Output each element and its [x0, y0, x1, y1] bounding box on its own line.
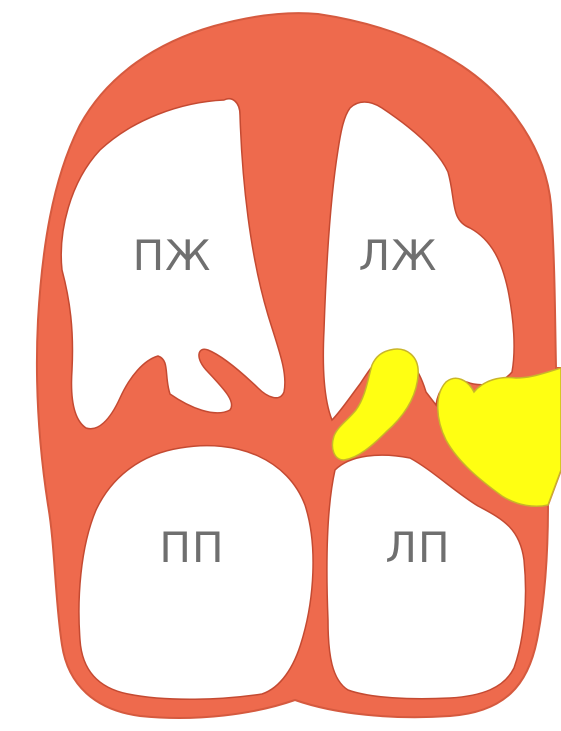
label-right-ventricle: ПЖ [133, 231, 212, 280]
label-left-ventricle: ЛЖ [359, 231, 438, 280]
label-left-atrium: ЛП [385, 523, 450, 572]
label-right-atrium: ПП [159, 523, 224, 572]
right-atrium-cavity [79, 446, 313, 700]
